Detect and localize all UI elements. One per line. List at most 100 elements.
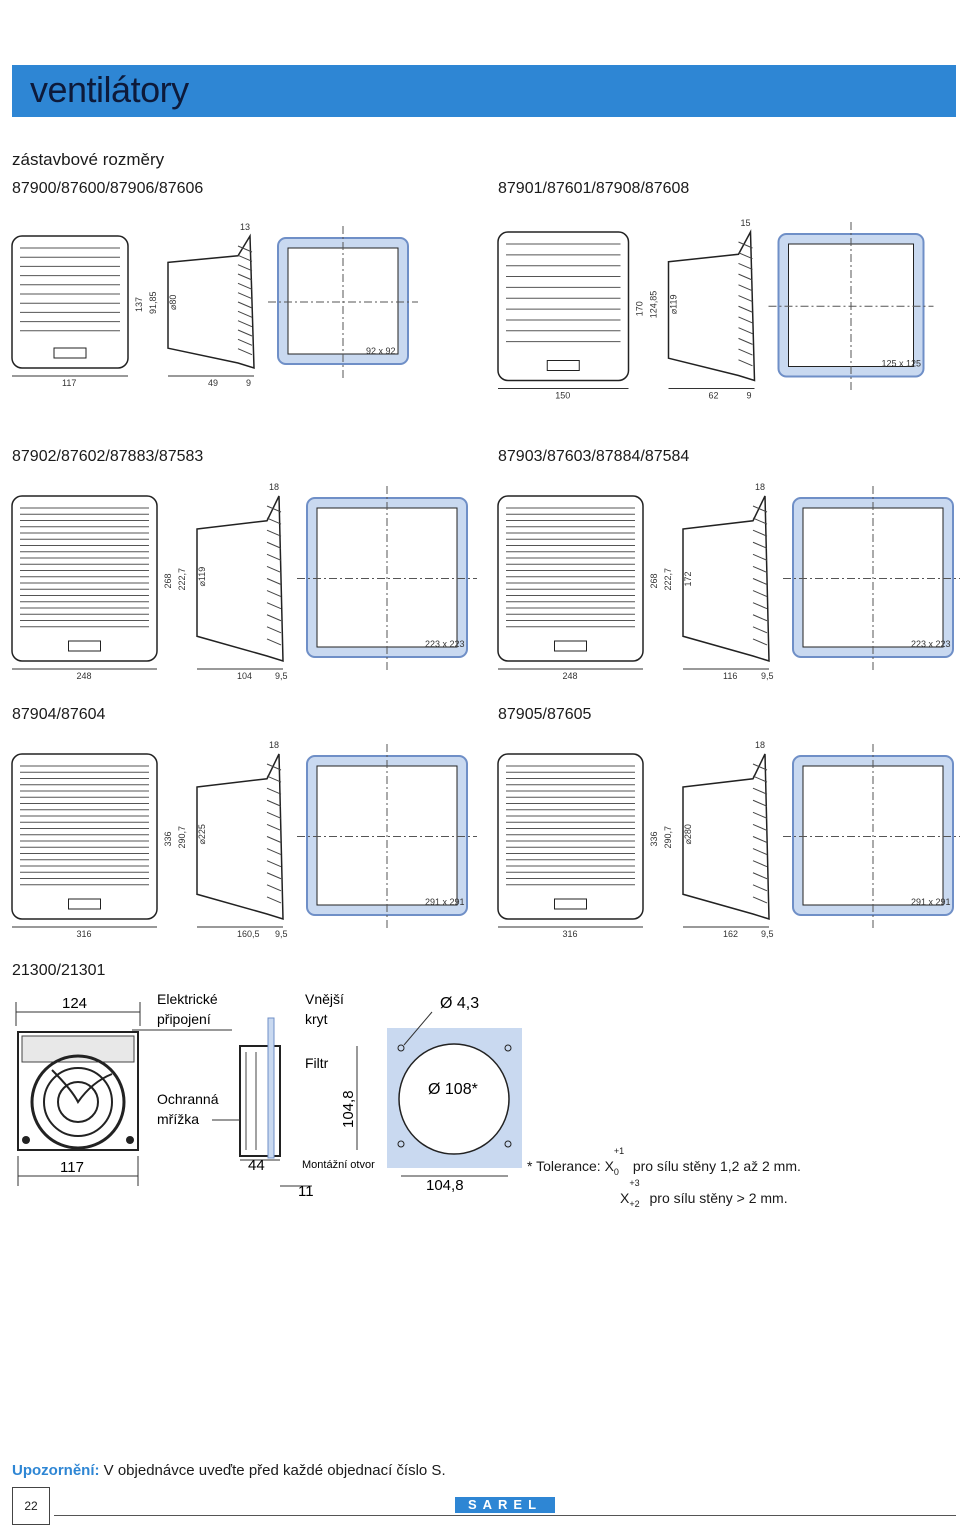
side-fin	[266, 614, 282, 622]
side-fin	[266, 553, 282, 561]
side-fin	[266, 626, 282, 634]
dim-top: 18	[755, 740, 765, 750]
dim-top: 18	[269, 482, 279, 492]
side-fin	[266, 541, 282, 549]
cutout-size: 92 x 92	[366, 346, 396, 356]
side-view	[682, 753, 770, 921]
dim-depth: 104	[237, 671, 252, 681]
side-fin	[266, 823, 282, 831]
side-fin	[237, 245, 253, 253]
tolerance-line-2: X+3+2 pro sílu stěny > 2 mm.	[620, 1178, 788, 1209]
dim-h2: 91,85	[148, 291, 158, 314]
side-view	[667, 229, 756, 382]
label-guard-1: Ochranná	[157, 1091, 219, 1107]
dim-top: 13	[240, 222, 250, 232]
label-cover-2: kryt	[305, 1011, 328, 1027]
cutout-size: 291 x 291	[911, 897, 951, 907]
label-electrical-1: Elektrické	[157, 991, 218, 1007]
small-width-bottom: 117	[60, 1159, 84, 1176]
dim-depth: 116	[723, 671, 737, 681]
model-label-small: 21300/21301	[12, 962, 106, 979]
side-fin	[738, 359, 753, 367]
side-fin	[752, 614, 768, 622]
side-fin	[266, 872, 282, 880]
dim-h2: 290,7	[177, 826, 187, 849]
dim-h2: 222,7	[177, 568, 187, 591]
side-fin	[237, 273, 253, 281]
small-depth: 44	[248, 1157, 265, 1174]
dim-height: 268	[163, 573, 173, 588]
dim-height: 170	[635, 301, 645, 316]
side-fin	[738, 327, 753, 335]
small-pitch-v: 104,8	[340, 1090, 357, 1128]
model-label: 87900/87600/87906/87606	[12, 180, 204, 197]
grille-frame	[497, 495, 644, 662]
subtitle: zástavbové rozměry	[12, 150, 165, 169]
label-filter: Filtr	[305, 1055, 329, 1071]
dim-width: 316	[77, 929, 92, 939]
side-fin	[752, 529, 768, 537]
dim-width: 248	[563, 671, 578, 681]
dim-top: 18	[755, 482, 765, 492]
side-fin	[266, 578, 282, 585]
side-fin	[752, 505, 768, 513]
title-banner: ventilátory	[12, 65, 956, 117]
page-number: 22	[12, 1487, 50, 1525]
side-fin	[738, 348, 753, 356]
side-fin	[266, 860, 282, 868]
grille-label-slot	[68, 640, 101, 652]
side-fin	[237, 301, 253, 309]
dim-diam: ⌀119	[197, 567, 207, 587]
grille-label-slot	[546, 360, 580, 371]
side-fin	[752, 602, 768, 610]
dim-top: 15	[741, 218, 751, 228]
side-fin	[752, 590, 768, 598]
side-fin	[266, 763, 282, 771]
side-fin	[266, 811, 282, 819]
side-fin	[738, 305, 753, 313]
grille-label-slot	[554, 898, 587, 910]
grille-label-slot	[554, 640, 587, 652]
side-fin	[738, 273, 753, 281]
model-label: 87904/87604	[12, 706, 106, 723]
dim-h2: 124,85	[649, 291, 659, 319]
side-fin	[752, 799, 768, 807]
side-fin	[738, 262, 753, 270]
dim-flange: 9,5	[275, 671, 288, 681]
side-fin	[266, 590, 282, 598]
side-fin	[752, 553, 768, 561]
side-fin	[752, 848, 768, 856]
side-fin	[266, 565, 282, 573]
dim-flange: 9,5	[275, 929, 288, 939]
side-fin	[752, 775, 768, 783]
side-fin	[738, 316, 753, 324]
side-fin	[237, 320, 253, 328]
dim-diam: 172	[683, 571, 693, 586]
small-circle: Ø 108*	[428, 1081, 478, 1098]
side-fin	[752, 638, 768, 646]
model-label: 87903/87603/87884/87584	[498, 448, 690, 465]
side-fin	[738, 337, 753, 345]
side-fin	[738, 241, 753, 249]
small-fan-drawing: 124 117 Elektrické připojení Ochranná mř…	[15, 991, 522, 1200]
side-fin	[738, 295, 753, 303]
side-fin	[752, 541, 768, 549]
side-fin	[752, 872, 768, 880]
side-fin	[752, 811, 768, 819]
side-fin	[237, 292, 253, 300]
side-fin	[266, 896, 282, 904]
dim-diam: ⌀119	[669, 294, 679, 314]
grille-frame	[497, 231, 630, 382]
cutout-size: 223 x 223	[911, 639, 951, 649]
label-electrical-2: připojení	[157, 1011, 211, 1027]
side-fin	[752, 896, 768, 904]
side-fin	[266, 638, 282, 646]
side-fin	[266, 529, 282, 537]
cutout-size: 125 x 125	[882, 359, 922, 369]
dim-depth: 62	[709, 391, 719, 401]
dim-width: 248	[77, 671, 92, 681]
side-fin	[237, 348, 253, 356]
